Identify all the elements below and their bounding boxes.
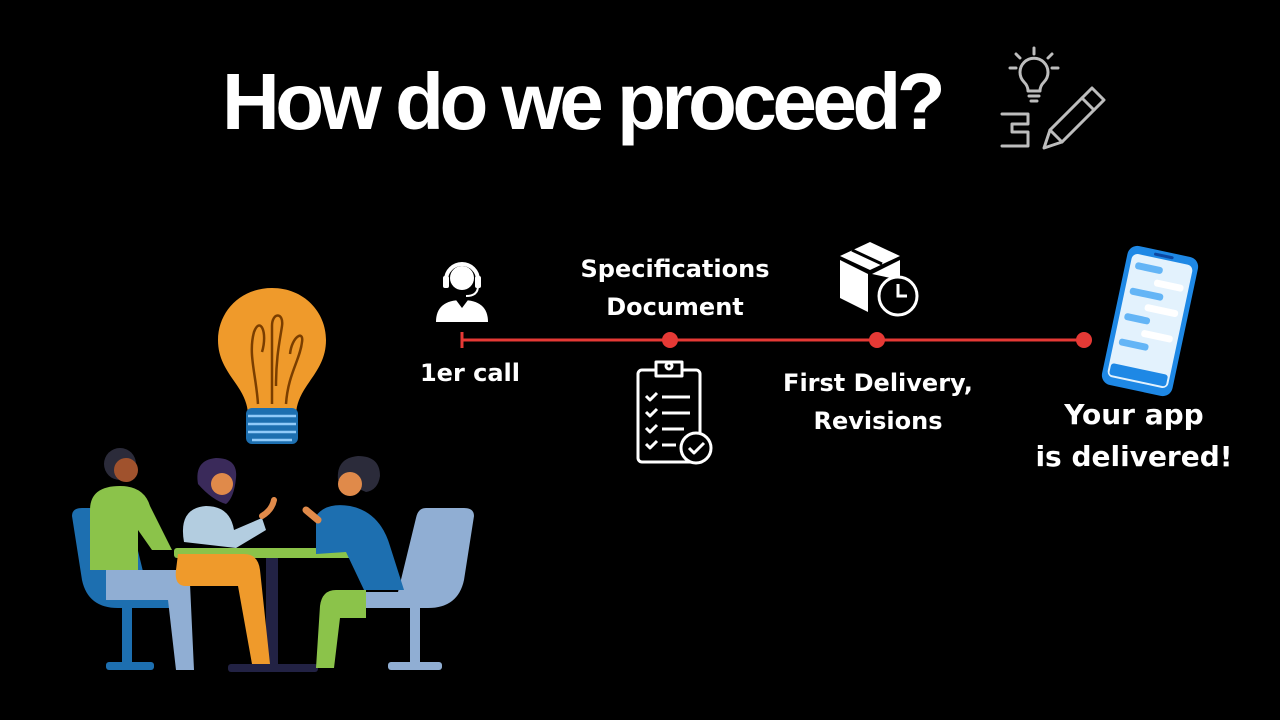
timeline bbox=[460, 332, 1092, 348]
page-title: How do we proceed? bbox=[222, 57, 946, 146]
team-meeting-illustration bbox=[72, 288, 474, 672]
step-label-call: 1er call bbox=[400, 354, 540, 392]
step-label-line: 1er call bbox=[419, 359, 521, 387]
lightbulb-icon bbox=[218, 288, 326, 444]
step-label-delivery: First Delivery, Revisions bbox=[760, 364, 996, 440]
step-label-line: First Delivery, bbox=[783, 369, 973, 397]
step-label-line: Specifications bbox=[580, 255, 770, 283]
timeline-dot bbox=[869, 332, 885, 348]
step-label-specifications: Specifications Document bbox=[560, 250, 790, 326]
step-label-line: Document bbox=[606, 293, 744, 321]
timeline-dot bbox=[662, 332, 678, 348]
step-label-line: is delivered! bbox=[1035, 440, 1233, 473]
timeline-dot bbox=[1076, 332, 1092, 348]
smartphone-chat-icon bbox=[1101, 245, 1199, 397]
step-label-delivered: Your app is delivered! bbox=[1020, 394, 1248, 478]
clipboard-checklist-icon bbox=[636, 360, 713, 465]
step-label-line: Revisions bbox=[813, 407, 943, 435]
step-label-line: Your app bbox=[1064, 398, 1204, 431]
lightbulb-pencil-icon bbox=[1000, 46, 1106, 150]
box-clock-icon bbox=[840, 242, 919, 317]
headset-operator-icon bbox=[436, 262, 488, 322]
